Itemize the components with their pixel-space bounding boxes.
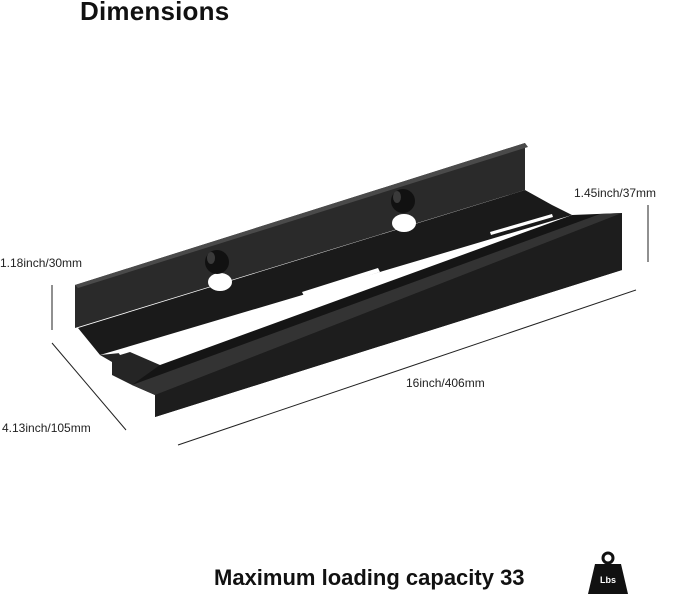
- keyhole-right: [392, 214, 416, 232]
- back-wall-top-edge: [75, 143, 528, 288]
- page-title: Dimensions: [80, 0, 230, 26]
- slot-right: [490, 214, 553, 235]
- dimension-height-right: 1.45inch/37mm: [574, 186, 657, 200]
- dimension-height-left: 1.18inch/30mm: [0, 256, 83, 270]
- weight-icon: Lbs: [588, 551, 628, 594]
- slot-left: [118, 332, 187, 355]
- front-wall-face: [155, 213, 622, 417]
- dimension-length: 16inch/406mm: [406, 376, 485, 390]
- dim-line-depth: [51, 342, 127, 431]
- capacity-text: Maximum loading capacity 33: [214, 565, 525, 590]
- keyhole-left: [208, 273, 232, 291]
- screw-right-shine: [393, 191, 401, 203]
- slot-middle: [302, 268, 380, 296]
- screw-left-shine: [207, 252, 215, 264]
- dim-line-length: [177, 289, 637, 446]
- front-wall-top: [132, 213, 622, 395]
- weight-icon-label: Lbs: [600, 575, 616, 585]
- back-wall: [75, 143, 525, 328]
- base-floor: [78, 190, 572, 355]
- dimension-depth: 4.13inch/105mm: [2, 421, 91, 435]
